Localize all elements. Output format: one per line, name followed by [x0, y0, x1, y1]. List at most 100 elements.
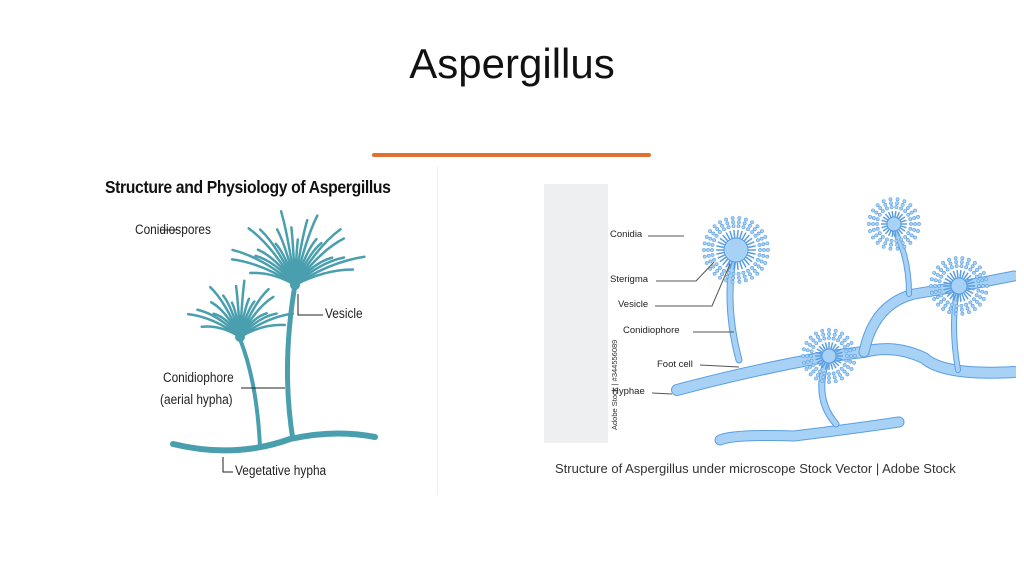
conidium [909, 222, 913, 226]
conidium [759, 229, 764, 234]
conidium [724, 278, 729, 283]
conidium [968, 267, 973, 272]
conidium [712, 271, 717, 276]
conidium [766, 248, 770, 252]
conidium [848, 359, 853, 364]
conidium [730, 279, 735, 284]
conidium [737, 279, 742, 284]
label-conidiophore-right: Conidiophore [623, 325, 680, 336]
conidium [881, 244, 886, 249]
conidium [875, 240, 880, 245]
label-conidiospores: Conidiospores [135, 222, 211, 237]
aspergillus-microscope-illustration [648, 197, 1016, 446]
conidium [753, 262, 758, 267]
conidium [975, 300, 979, 304]
conidium [737, 216, 742, 221]
conidium [935, 295, 940, 300]
conidium [895, 242, 899, 247]
conidium [868, 229, 872, 233]
conidium [706, 248, 710, 252]
conidium [710, 248, 714, 252]
conidium [903, 234, 908, 239]
conidium [827, 336, 831, 340]
conidium [814, 366, 819, 371]
conidium [902, 199, 907, 204]
conidium [765, 241, 770, 246]
conidium [908, 203, 913, 208]
conidium [712, 257, 716, 262]
conidium [714, 233, 719, 238]
microscope-structure-diagram: Conidia Sterigma Vesicle Conidiophore Fo… [544, 184, 1016, 446]
conidium [750, 275, 754, 280]
conidium [718, 275, 722, 280]
conidium [702, 241, 707, 246]
conidium [708, 229, 713, 234]
conidium [746, 227, 750, 232]
conidium [842, 369, 847, 374]
conidium [967, 310, 971, 315]
conidium [831, 371, 836, 376]
conidium [978, 295, 983, 300]
conidiophore-branch [819, 359, 839, 427]
conidium [981, 284, 985, 288]
conidium [945, 300, 950, 305]
conidium [954, 264, 959, 269]
conidium [840, 376, 844, 381]
conidium [900, 202, 905, 207]
vesicle [821, 348, 837, 364]
conidium [827, 328, 831, 332]
label-vegetative-hypha: Vegetative hypha [235, 463, 327, 478]
vesicle [723, 237, 749, 263]
conidium [720, 223, 724, 228]
conidium [960, 256, 965, 261]
conidium [964, 302, 968, 307]
conidium [832, 332, 837, 337]
conidium [743, 217, 748, 222]
conidium [712, 238, 716, 243]
conidium [933, 284, 937, 288]
conidium [737, 220, 741, 225]
conidium [871, 208, 875, 213]
conidium [731, 220, 735, 225]
conidium [902, 244, 907, 249]
conidium [871, 235, 875, 240]
conidium [883, 202, 888, 207]
conidium [755, 224, 760, 229]
conidium [818, 338, 822, 343]
leader-line [651, 392, 673, 395]
conidium [805, 348, 810, 353]
conidium [937, 284, 941, 288]
conidium [885, 206, 889, 211]
conidium [906, 212, 911, 217]
vesicle [950, 277, 968, 295]
conidium [935, 272, 940, 277]
conidium [941, 261, 945, 265]
conidium [950, 302, 954, 307]
conidium [816, 335, 820, 339]
conidium [836, 369, 840, 374]
conidium [702, 248, 706, 252]
conidium [948, 261, 953, 266]
conidium [912, 216, 917, 220]
conidium [941, 307, 945, 311]
conidium [948, 306, 953, 311]
hyphae-upper [859, 271, 1016, 357]
conidium [846, 343, 850, 347]
conidium [811, 363, 816, 367]
conidium [752, 227, 757, 232]
conidium [975, 268, 979, 272]
conidium [753, 233, 758, 238]
conidium [954, 307, 959, 312]
label-sterigma: Sterigma [610, 274, 649, 285]
conidium [756, 264, 761, 269]
conidium [801, 347, 806, 352]
conidium [980, 278, 985, 283]
conidium [742, 221, 747, 226]
conidium [842, 338, 847, 343]
conidium [752, 268, 757, 273]
conidium [814, 341, 819, 346]
conidium [906, 231, 911, 236]
conidium [937, 288, 942, 293]
conidium [894, 205, 899, 210]
conidium [704, 261, 709, 265]
